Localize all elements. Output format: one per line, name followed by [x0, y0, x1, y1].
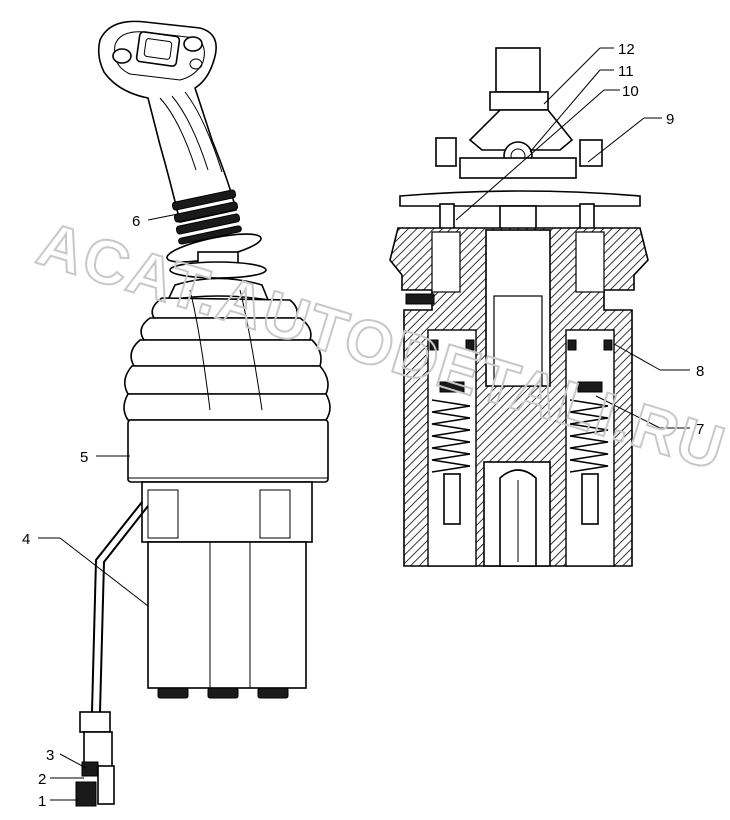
callout-9: 9	[666, 111, 674, 128]
valve-body-upper	[141, 481, 313, 543]
seal-right	[567, 339, 577, 351]
electrical-cable	[91, 501, 143, 713]
callout-12: 12	[618, 41, 635, 58]
callout-2: 2	[38, 771, 46, 788]
callout-10: 10	[622, 83, 639, 100]
electrical-connector	[75, 711, 115, 807]
callout-5: 5	[80, 449, 88, 466]
handle-grip-rings	[171, 189, 242, 245]
rubber-boot	[123, 277, 331, 421]
leader-lines	[38, 47, 690, 801]
callout-7: 7	[696, 421, 704, 438]
spring-left	[431, 381, 471, 525]
callouts: 1 2 3 4 5 6 7 8 9 10 11 12	[22, 41, 704, 810]
callout-11: 11	[618, 63, 634, 80]
callout-4: 4	[22, 531, 30, 548]
pivot-assembly	[399, 47, 641, 231]
spring-right	[569, 381, 609, 525]
joystick-assembly	[75, 20, 331, 807]
callout-1: 1	[38, 793, 46, 810]
valve-body-lower	[147, 541, 307, 689]
callout-8: 8	[696, 363, 704, 380]
port-fittings	[157, 687, 289, 699]
seal-left	[429, 339, 439, 351]
valve-cross-section	[389, 47, 649, 567]
joystick-handle	[97, 20, 237, 223]
callout-3: 3	[46, 747, 54, 764]
mounting-collar	[127, 419, 329, 483]
callout-6: 6	[132, 213, 140, 230]
